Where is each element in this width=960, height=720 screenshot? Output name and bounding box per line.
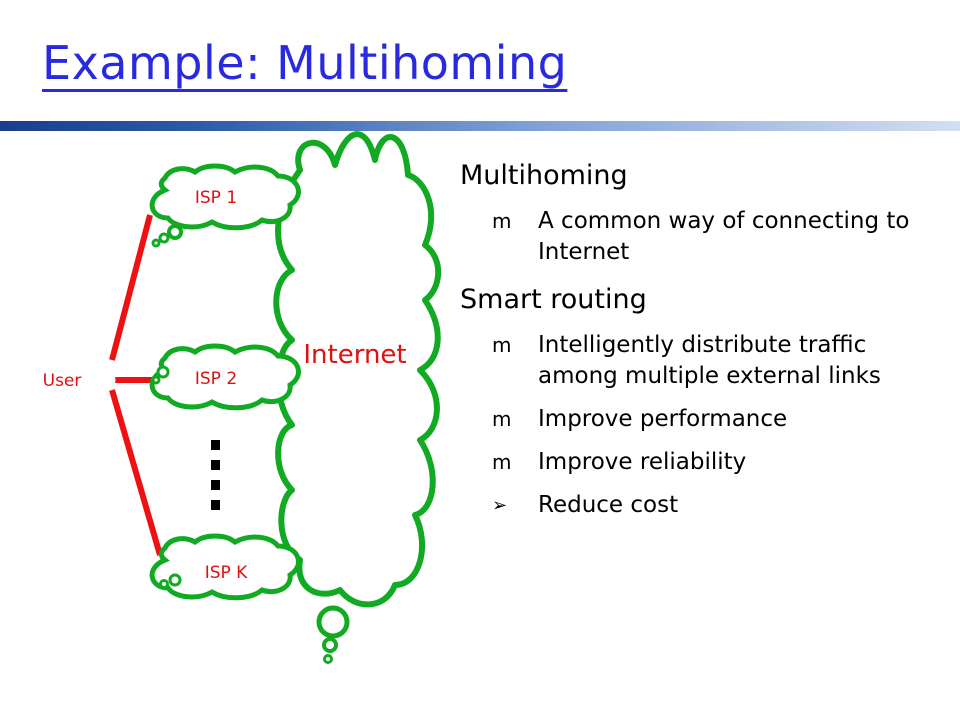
arrow-bullet-icon: ➢ (492, 495, 508, 516)
sub-bullet-text: Intelligently distribute traffic among m… (538, 332, 881, 389)
isp-k-cloud (149, 533, 301, 601)
bullet-marker: m (492, 450, 512, 474)
sub-bullet: ➢ Reduce cost (492, 490, 940, 521)
sub-bullet: m Intelligently distribute traffic among… (492, 330, 940, 392)
internet-cloud-bubble (322, 637, 338, 653)
sub-bullet: m Improve reliability (492, 447, 940, 478)
user-label: User (43, 371, 82, 391)
bullet-list: Multihoming m A common way of connecting… (460, 158, 940, 533)
bullet-marker: m (492, 209, 512, 233)
title-divider-bar (0, 121, 960, 131)
sub-bullet: m Improve performance (492, 404, 940, 435)
sub-bullet-text: Improve performance (538, 406, 788, 432)
internet-label: Internet (303, 340, 406, 370)
sub-bullet-text: Reduce cost (538, 492, 679, 518)
isp-1-bubble (158, 232, 170, 244)
isp-1-bubble (167, 224, 183, 240)
isp-2-label: ISP 2 (195, 369, 237, 389)
isp-k-bubble (159, 579, 169, 589)
user-node (14, 357, 116, 403)
sub-bullet-text: A common way of connecting to Internet (538, 208, 910, 265)
isp-k-bubble (168, 573, 182, 587)
slide-title: Example: Multihoming (42, 36, 568, 90)
bullet-marker: m (492, 333, 512, 357)
internet-cloud-bubble (316, 605, 350, 639)
ellipsis-dots (211, 440, 220, 510)
bullet-marker: m (492, 407, 512, 431)
sub-bullet: m A common way of connecting to Internet (492, 206, 940, 268)
isp-1-bubble (151, 238, 161, 248)
isp-1-label: ISP 1 (195, 188, 237, 208)
bullet-multihoming: Multihoming (460, 160, 628, 191)
bullet-smart-routing: Smart routing (460, 284, 647, 315)
isp-k-label: ISP K (205, 563, 248, 583)
isp-1-cloud (149, 163, 301, 231)
sub-bullet-text: Improve reliability (538, 449, 747, 475)
isp-2-bubble (156, 365, 170, 379)
internet-cloud-bubble (323, 654, 333, 664)
isp-2-bubble (151, 375, 161, 385)
isp-2-cloud (149, 343, 301, 411)
